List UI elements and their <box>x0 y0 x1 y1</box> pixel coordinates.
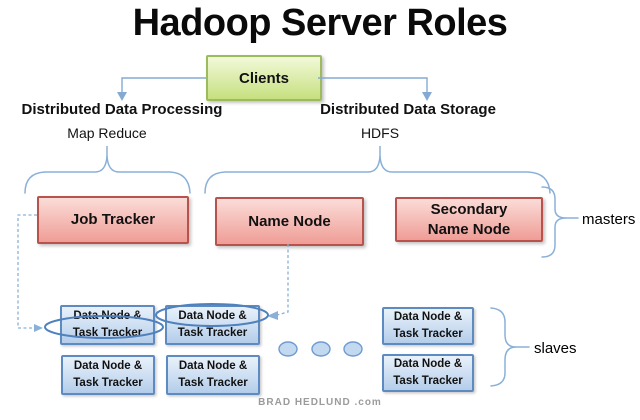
arrow-down-icon <box>117 92 127 101</box>
slave-box-label-line2: Task Tracker <box>72 327 143 339</box>
map-reduce-label: Map Reduce <box>67 125 147 141</box>
job-tracker-box: Job Tracker <box>37 196 189 244</box>
map-reduce-brace <box>24 155 191 194</box>
name-node-label: Name Node <box>248 212 331 230</box>
masters-brace <box>541 186 567 258</box>
slaves-brace <box>490 307 517 387</box>
data-node-task-tracker-box: Data Node & Task Tracker <box>382 354 474 392</box>
slave-box-label-line1: Data Node & <box>73 360 143 373</box>
job-tracker-to-task-tracker-dashed-line <box>17 214 37 329</box>
arrow-right-icon <box>34 324 43 332</box>
hdfs-brace <box>204 155 551 194</box>
clients-label: Clients <box>238 69 289 87</box>
arrow-down-icon <box>422 92 432 101</box>
slave-box-label-line1: Data Node & <box>393 311 463 324</box>
name-node-box: Name Node <box>215 197 364 246</box>
slave-box-label-line2: Task Tracker <box>177 327 248 339</box>
slave-box-label-line1: Data Node & <box>178 360 248 373</box>
name-node-to-data-node-dashed-line <box>276 244 289 316</box>
ellipsis-dots <box>278 341 363 357</box>
credit-text: BRAD HEDLUND .com <box>258 397 382 408</box>
slave-box-label-line2: Task Tracker <box>393 375 463 387</box>
data-node-task-tracker-box: Data Node & Task Tracker <box>165 305 260 345</box>
data-node-task-tracker-box: Data Node & Task Tracker <box>61 355 155 395</box>
slave-box-label-line1: Data Node & <box>178 310 247 323</box>
data-node-task-tracker-box: Data Node & Task Tracker <box>60 305 155 345</box>
diagram-title: Hadoop Server Roles <box>132 2 508 44</box>
job-tracker-label: Job Tracker <box>70 211 156 229</box>
data-node-task-tracker-box: Data Node & Task Tracker <box>382 307 474 345</box>
slave-box-label-line1: Data Node & <box>73 310 142 323</box>
slave-box-label-line1: Data Node & <box>393 358 463 371</box>
slave-box-label-line2: Task Tracker <box>178 377 248 389</box>
distributed-data-processing-heading: Distributed Data Processing <box>21 101 223 118</box>
slave-box-label-line2: Task Tracker <box>73 377 143 389</box>
distributed-data-storage-heading: Distributed Data Storage <box>320 101 496 118</box>
clients-box: Clients <box>206 55 322 101</box>
secondary-name-node-box: Secondary Name Node <box>395 197 543 242</box>
arrow-left-icon <box>267 311 278 320</box>
hdfs-label: HDFS <box>360 125 400 141</box>
masters-group-label: masters <box>582 211 636 228</box>
slave-box-label-line2: Task Tracker <box>393 328 463 340</box>
data-node-task-tracker-box: Data Node & Task Tracker <box>166 355 260 395</box>
secondary-name-node-label: Secondary Name Node <box>427 201 511 238</box>
slaves-group-label: slaves <box>534 340 577 357</box>
